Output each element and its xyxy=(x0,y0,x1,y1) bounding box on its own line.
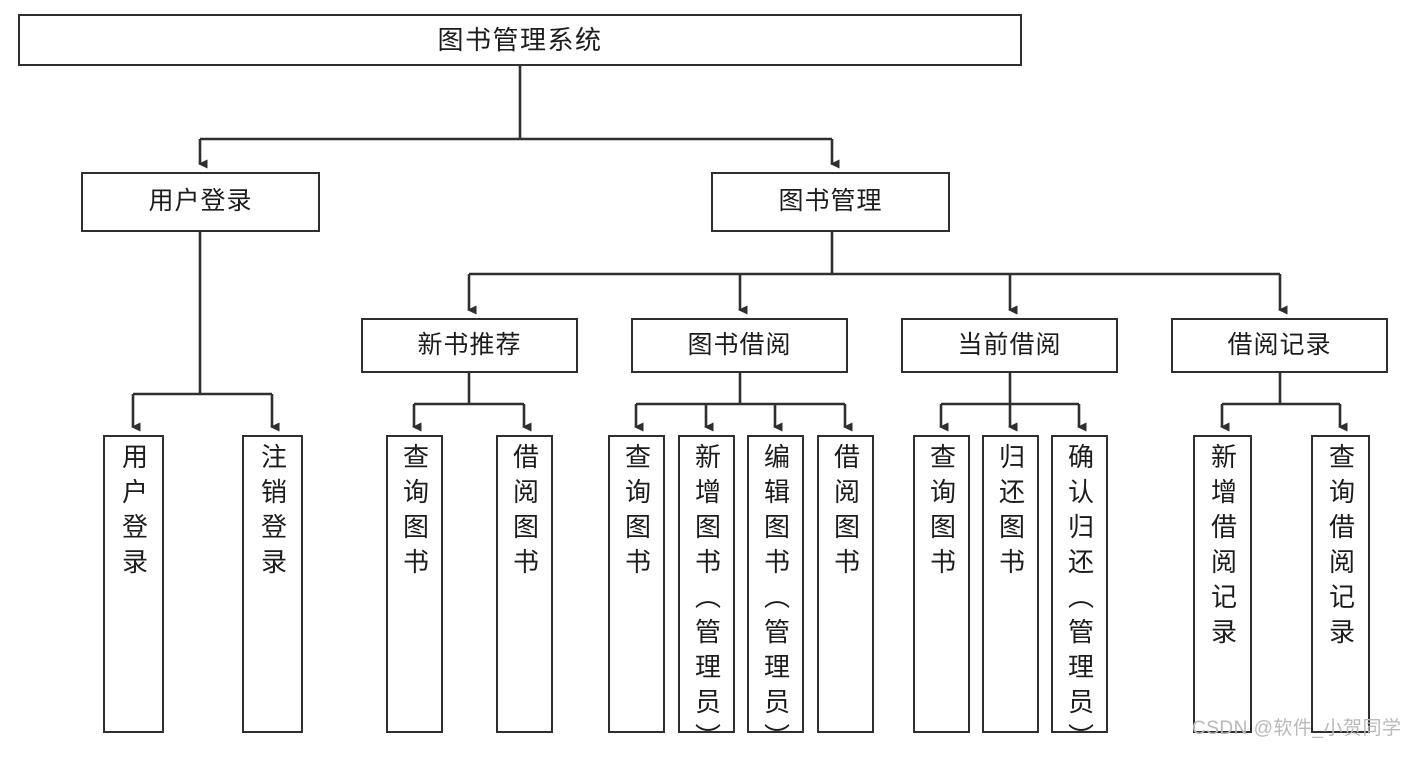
node-label: 查询图书 xyxy=(399,443,430,583)
node-label: 归还图书 xyxy=(995,443,1026,583)
leaf-confirm-return-admin[interactable]: 确认归还（管理员） xyxy=(1051,435,1108,758)
node-user-login[interactable]: 用户登录 xyxy=(81,172,320,232)
leaf-return-books[interactable]: 归还图书 xyxy=(982,435,1039,733)
node-root-library-system[interactable]: 图书管理系统 xyxy=(18,14,1022,66)
leaf-query-books-borrow[interactable]: 查询图书 xyxy=(608,435,665,733)
leaf-query-borrow-record[interactable]: 查询借阅记录 xyxy=(1311,435,1370,733)
leaf-borrow-books-recommend[interactable]: 借阅图书 xyxy=(496,435,553,733)
node-label: 图书借阅 xyxy=(687,330,792,359)
node-label: 新书推荐 xyxy=(417,330,522,359)
node-label: 查询图书 xyxy=(926,443,957,583)
leaf-user-login[interactable]: 用户登录 xyxy=(103,435,164,733)
node-label: 新增图书（管理员） xyxy=(691,443,722,758)
node-label: 图书管理系统 xyxy=(437,24,603,55)
node-label: 编辑图书（管理员） xyxy=(760,443,791,758)
node-label: 用户登录 xyxy=(118,443,149,583)
leaf-query-books-current[interactable]: 查询图书 xyxy=(913,435,970,733)
leaf-logout[interactable]: 注销登录 xyxy=(242,435,303,733)
leaf-borrow-books[interactable]: 借阅图书 xyxy=(817,435,874,733)
watermark: CSDN @软件_小贺同学 xyxy=(1192,718,1402,739)
node-label: 注销登录 xyxy=(257,443,288,583)
node-label: 查询借阅记录 xyxy=(1325,443,1356,653)
leaf-add-borrow-record[interactable]: 新增借阅记录 xyxy=(1193,435,1252,733)
node-label: 确认归还（管理员） xyxy=(1064,443,1095,758)
leaf-query-books-recommend[interactable]: 查询图书 xyxy=(386,435,443,733)
node-label: 新增借阅记录 xyxy=(1207,443,1238,653)
node-label: 查询图书 xyxy=(621,443,652,583)
node-label: 用户登录 xyxy=(148,187,253,216)
node-new-book-recommend[interactable]: 新书推荐 xyxy=(361,318,578,373)
node-label: 借阅图书 xyxy=(830,443,861,583)
node-label: 借阅图书 xyxy=(509,443,540,583)
leaf-edit-book-admin[interactable]: 编辑图书（管理员） xyxy=(747,435,804,758)
node-label: 图书管理 xyxy=(778,187,883,216)
leaf-add-book-admin[interactable]: 新增图书（管理员） xyxy=(678,435,735,758)
node-current-borrow[interactable]: 当前借阅 xyxy=(901,318,1118,373)
node-book-borrow[interactable]: 图书借阅 xyxy=(631,318,848,373)
node-label: 当前借阅 xyxy=(957,330,1062,359)
node-book-management[interactable]: 图书管理 xyxy=(711,172,950,232)
node-label: 借阅记录 xyxy=(1227,330,1332,359)
node-borrow-records[interactable]: 借阅记录 xyxy=(1171,318,1388,373)
